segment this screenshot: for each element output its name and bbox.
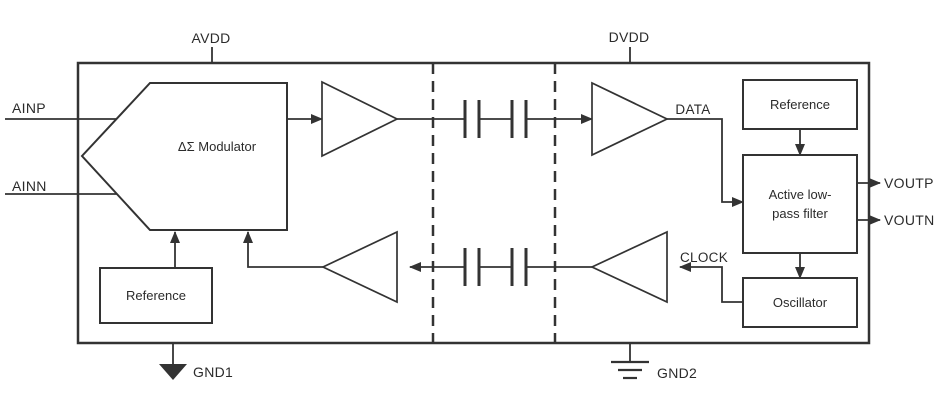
data-signal-label: DATA (675, 102, 710, 117)
ainp-label: AINP (12, 100, 46, 116)
gnd1-ground-icon (159, 364, 187, 380)
forward-amplifier-2 (591, 81, 669, 157)
filter-label-line2: pass filter (772, 206, 828, 221)
reference-left-block (99, 267, 213, 324)
reference-right-label: Reference (770, 97, 830, 112)
dvdd-label: DVDD (609, 29, 650, 45)
ainn-label: AINN (12, 178, 47, 194)
modulator-label: ΔΣ Modulator (178, 139, 257, 154)
clock-amplifier-right (589, 230, 668, 304)
feedback-wire-to-modulator (243, 231, 323, 268)
active-lowpass-filter-block (742, 154, 858, 254)
clock-signal-label: CLOCK (680, 250, 728, 265)
clock-wire-to-amp (679, 262, 743, 303)
voutn-label: VOUTN (884, 212, 935, 228)
ic-boundary-box (76, 61, 871, 345)
forward-amplifier-1 (321, 80, 399, 158)
oscillator-block (742, 277, 858, 328)
gnd2-label: GND2 (657, 365, 697, 381)
oscillator-label: Oscillator (773, 295, 828, 310)
data-wire-to-filter (667, 118, 744, 207)
reference-left-label: Reference (126, 288, 186, 303)
feedback-amplifier-left (321, 230, 398, 304)
gnd1-label: GND1 (193, 364, 233, 380)
modulator-block (80, 82, 288, 231)
voutp-label: VOUTP (884, 175, 934, 191)
avdd-label: AVDD (191, 30, 230, 46)
filter-label-line1: Active low- (769, 187, 832, 202)
